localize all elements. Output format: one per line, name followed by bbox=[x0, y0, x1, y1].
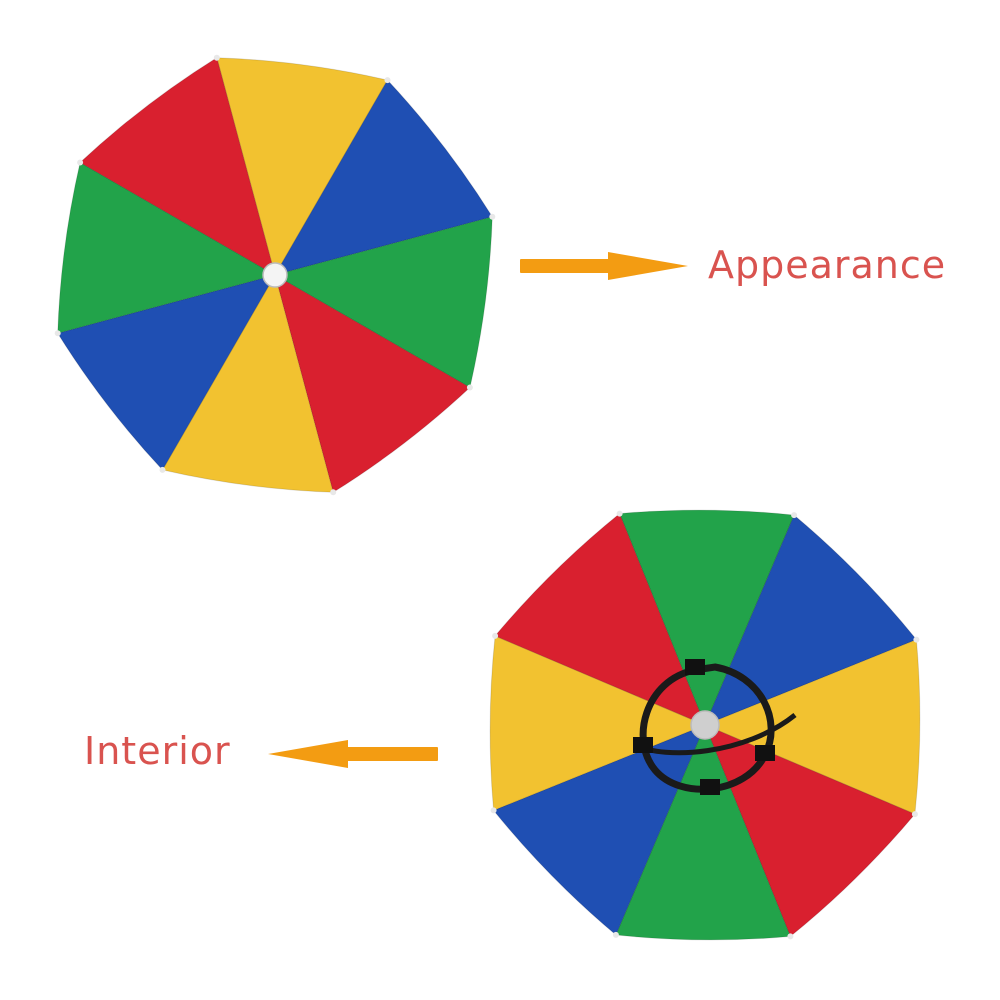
umbrella-panel-yellow bbox=[489, 635, 707, 812]
umbrella-appearance-image bbox=[54, 54, 496, 496]
umbrella-panel-yellow bbox=[161, 273, 334, 493]
rib-tip bbox=[616, 510, 623, 517]
appearance-label: Appearance bbox=[708, 243, 947, 287]
rib-tip bbox=[330, 489, 337, 496]
arrow-left-head bbox=[268, 740, 348, 768]
umbrella-panel-green bbox=[615, 723, 792, 941]
rib-tip bbox=[54, 330, 61, 337]
umbrella-panel-blue bbox=[492, 724, 706, 936]
rib-tip bbox=[213, 54, 220, 61]
rib-tip bbox=[913, 636, 920, 643]
umbrella-panel-yellow bbox=[703, 638, 921, 815]
strap-clip bbox=[700, 779, 720, 795]
umbrella-panel-red bbox=[79, 56, 276, 277]
arrow-left-shaft bbox=[338, 747, 438, 761]
umbrella-hub bbox=[690, 710, 720, 740]
rib-tip bbox=[159, 466, 166, 473]
strap-clip bbox=[633, 737, 653, 753]
umbrella-interior-image bbox=[489, 509, 921, 941]
arrow-right-shaft bbox=[520, 259, 620, 273]
rib-tip bbox=[911, 811, 918, 818]
umbrella-panel-blue bbox=[273, 79, 494, 276]
umbrella-panel-green bbox=[57, 161, 277, 334]
arrow-left-icon bbox=[268, 740, 438, 768]
rib-tip bbox=[77, 159, 84, 166]
rib-tip bbox=[384, 77, 391, 84]
rib-tip bbox=[612, 931, 619, 938]
umbrella-panel-blue bbox=[704, 514, 918, 726]
rib-tip bbox=[466, 384, 473, 391]
rib-tip bbox=[489, 213, 496, 220]
umbrella-panel-red bbox=[494, 512, 706, 726]
arrow-right-icon bbox=[520, 252, 688, 280]
umbrella-panel-blue bbox=[56, 274, 277, 471]
strap-clip bbox=[755, 745, 775, 761]
umbrella-panel-red bbox=[704, 724, 916, 938]
rib-tip bbox=[492, 632, 499, 639]
umbrella-panel-red bbox=[274, 273, 471, 494]
umbrella-panel-green bbox=[273, 216, 493, 389]
rib-tip bbox=[490, 807, 497, 814]
umbrella-panel-yellow bbox=[216, 57, 389, 277]
strap-clip bbox=[685, 659, 705, 675]
interior-label: Interior bbox=[84, 729, 231, 773]
rib-tip bbox=[791, 512, 798, 519]
umbrella-panel-green bbox=[618, 509, 795, 727]
arrow-right-head bbox=[608, 252, 688, 280]
umbrella-hub bbox=[262, 262, 288, 288]
rib-tip bbox=[787, 933, 794, 940]
